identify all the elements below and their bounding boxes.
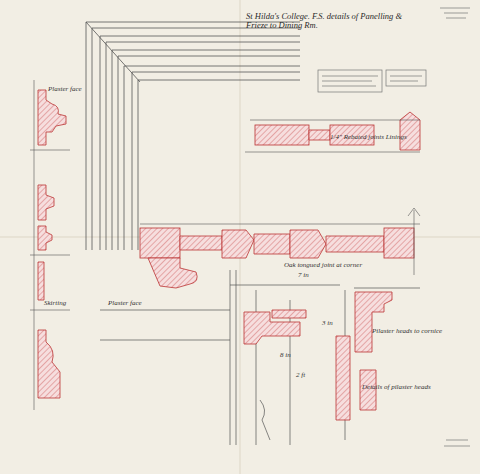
annotation: Details of pilaster heads: [362, 384, 431, 392]
annotation: Pilaster heads to cornice: [372, 328, 442, 336]
annotation: 8 in: [280, 352, 291, 360]
annotation: Oak tongued joint at corner: [284, 262, 362, 270]
drawing-title: St Hilda's College. F.S. details of Pane…: [246, 12, 416, 31]
annotation: 1/4" Rebated joints Linings: [330, 134, 407, 142]
annotation: Plaster face: [48, 86, 82, 94]
annotation: 3 in: [322, 320, 333, 328]
annotation: 7 in: [298, 272, 309, 280]
annotation: 2 ft: [296, 372, 305, 380]
annotation: Skirting: [44, 300, 66, 308]
annotation: Plaster face: [108, 300, 142, 308]
